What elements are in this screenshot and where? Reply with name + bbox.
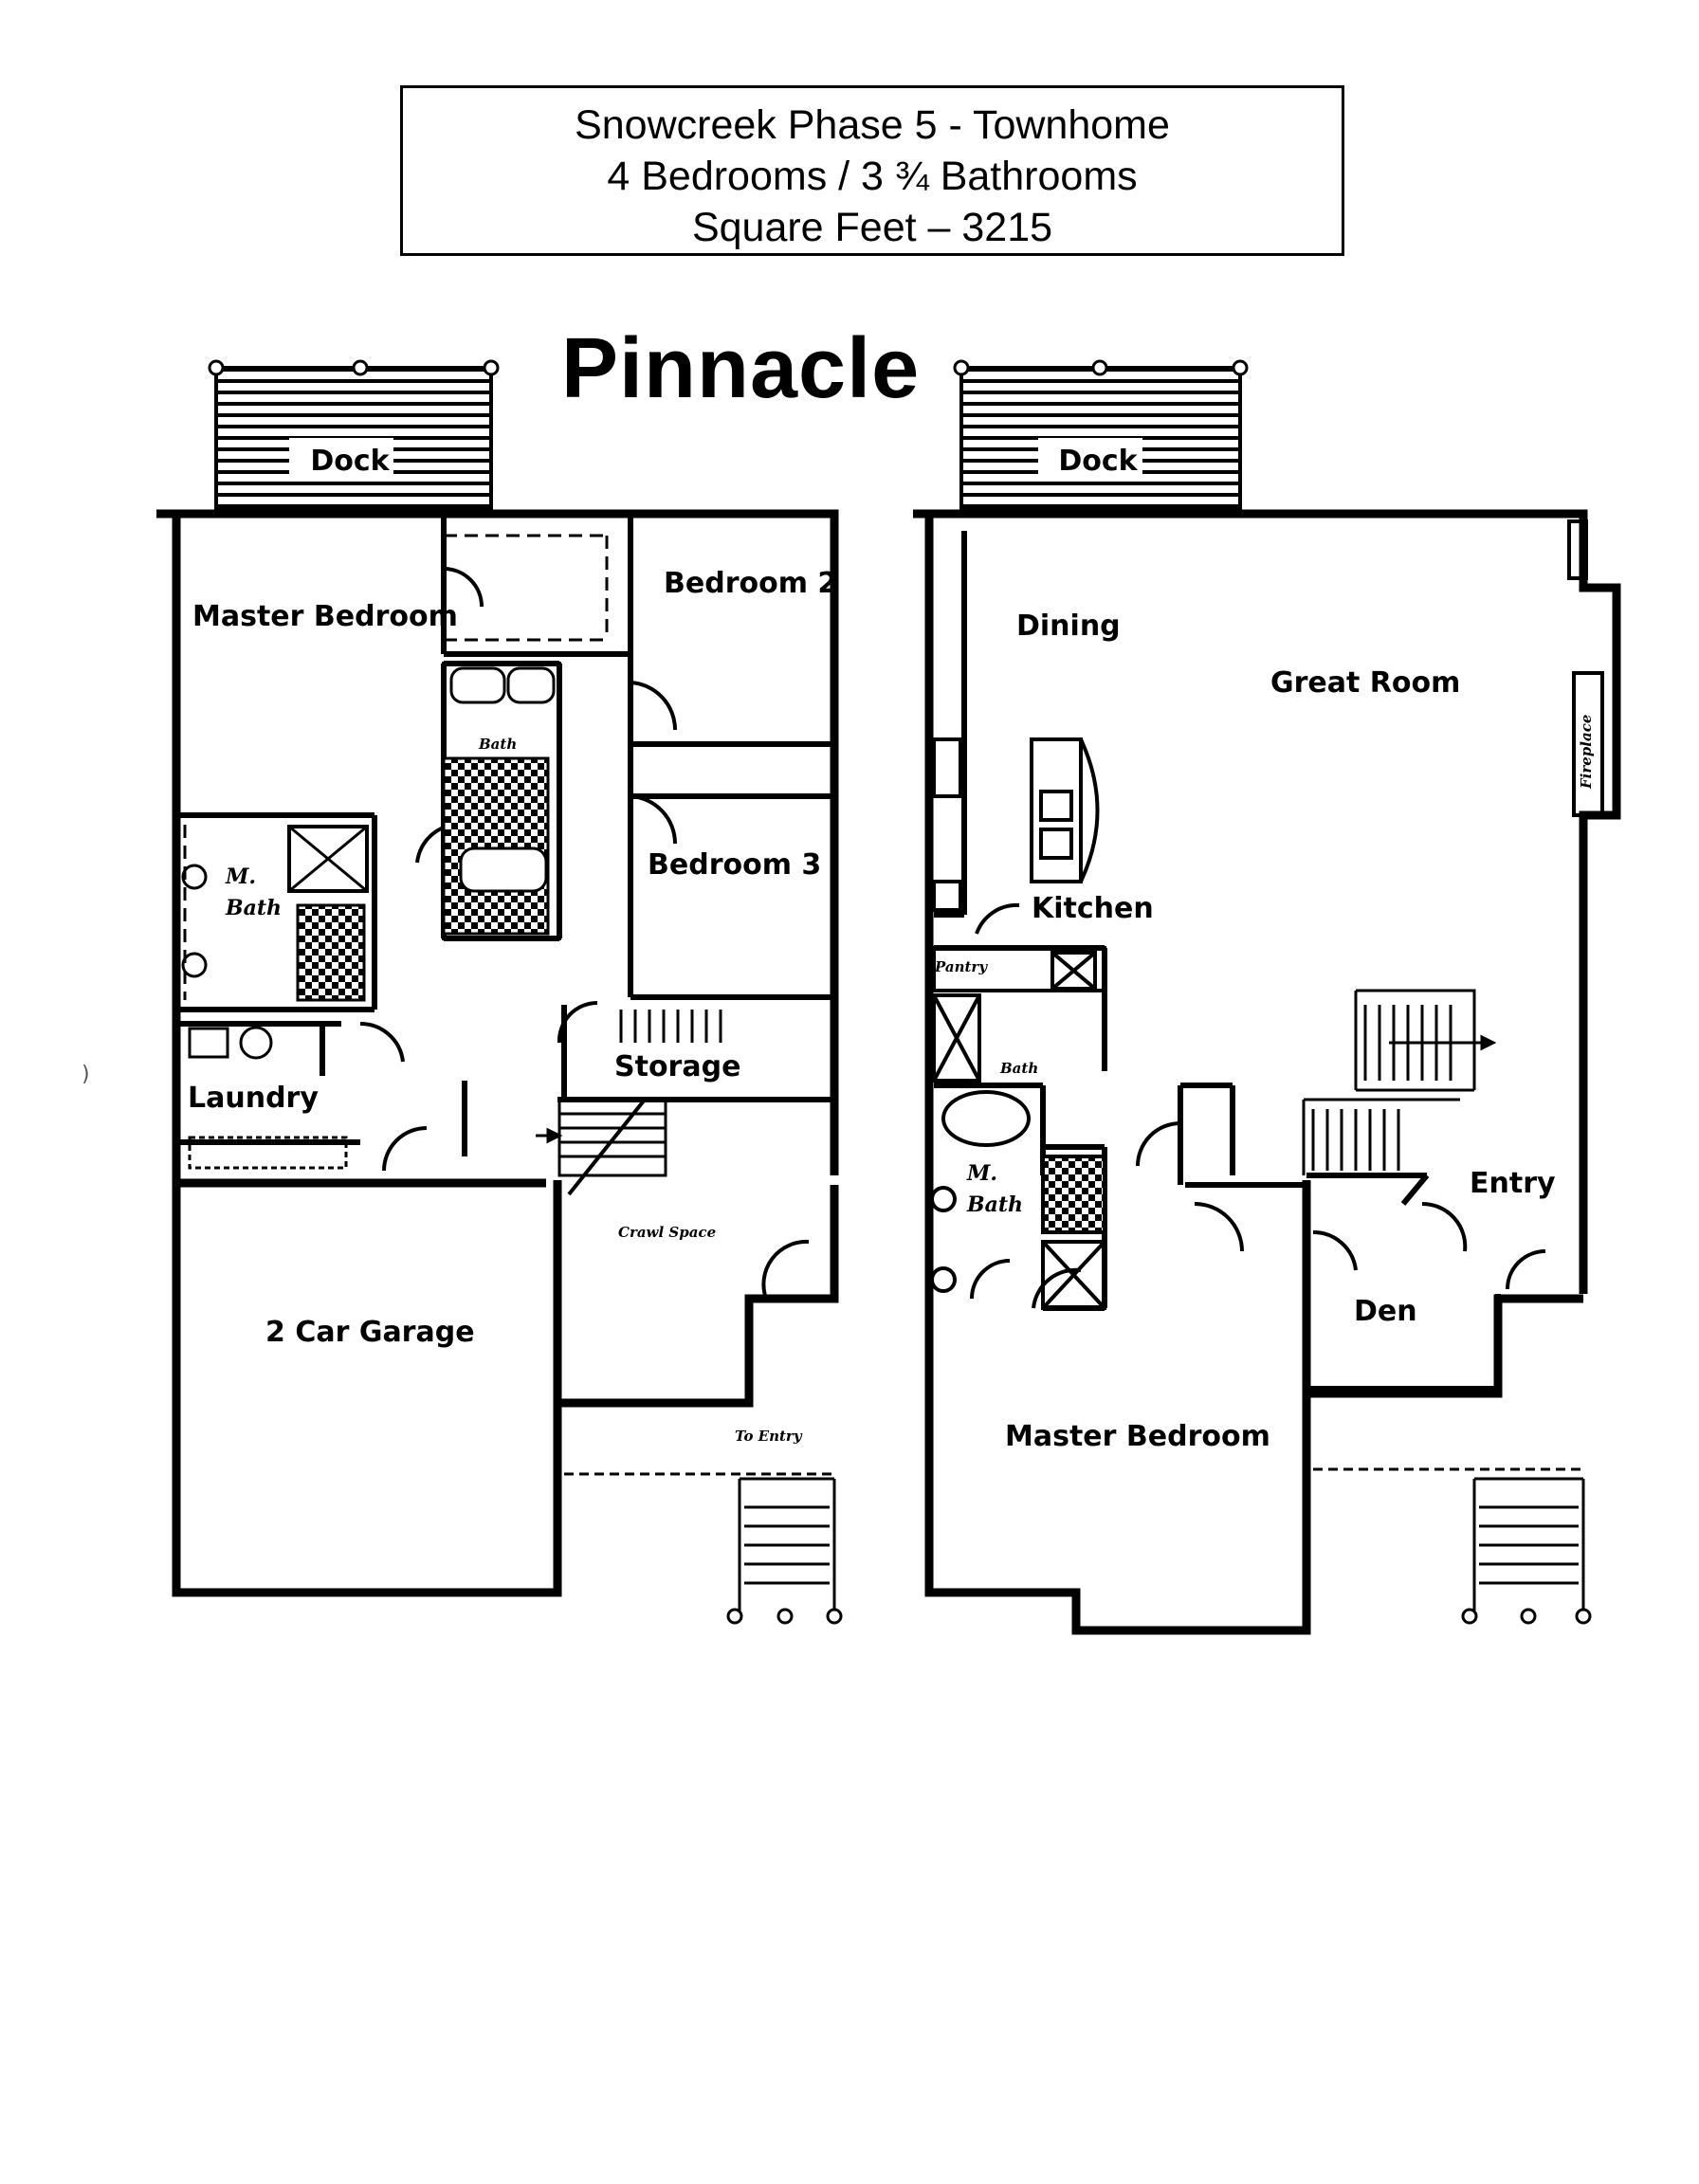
garage-label: 2 Car Garage — [265, 1316, 475, 1349]
dining-label: Dining — [1016, 610, 1121, 643]
main-level-plan: Dock Dining Great Room Kitchen Pantry Ba… — [913, 359, 1621, 1635]
to-entry-label: To Entry — [735, 1428, 803, 1445]
main-master-bath-fixtures — [930, 1090, 1106, 1310]
den-label: Den — [1354, 1295, 1417, 1328]
lower-bath-label: Bath — [478, 736, 517, 753]
main-exterior-stair — [1313, 1467, 1592, 1625]
header-bed-bath: 4 Bedrooms / 3 ¾ Bathrooms — [607, 154, 1138, 199]
lower-exterior-stair — [564, 1472, 843, 1625]
entry-label: Entry — [1470, 1167, 1556, 1200]
lower-storage-stairs — [619, 1010, 722, 1043]
plan-name: Pinnacle — [561, 321, 921, 416]
main-door-swings — [970, 902, 1546, 1309]
header-square-feet: Square Feet – 3215 — [691, 205, 1053, 250]
main-interior-walls — [934, 531, 1501, 1392]
main-m-bath-label-line2: Bath — [966, 1192, 1023, 1217]
main-master-bedroom-label: Master Bedroom — [1005, 1420, 1270, 1453]
main-dock-label: Dock — [1058, 445, 1138, 478]
header-box: Snowcreek Phase 5 - Townhome 4 Bedrooms … — [400, 85, 1344, 256]
lower-laundry-fixtures — [188, 1026, 348, 1170]
lower-door-swings — [359, 567, 810, 1300]
storage-label: Storage — [614, 1050, 740, 1083]
bedroom-2-label: Bedroom 2 — [664, 567, 837, 600]
kitchen-island — [932, 737, 1100, 912]
lower-level-plan: Dock Master Bedroom Bedroom 2 Bedroom 3 … — [156, 359, 843, 1625]
great-room-label: Great Room — [1270, 666, 1460, 700]
main-dock — [953, 359, 1249, 510]
lower-bath-fixtures — [442, 662, 561, 940]
kitchen-counter — [932, 946, 1106, 1083]
crawl-space-label: Crawl Space — [618, 1224, 716, 1241]
main-bath-label: Bath — [999, 1060, 1038, 1077]
kitchen-label: Kitchen — [1032, 892, 1154, 925]
pantry-label: Pantry — [934, 958, 988, 975]
main-interior-stair — [1302, 989, 1497, 1175]
bedroom-3-label: Bedroom 3 — [648, 848, 821, 882]
main-m-bath-label-line1: M. — [966, 1161, 997, 1186]
lower-outer-walls — [156, 509, 839, 1597]
scan-mark: ) — [82, 1063, 90, 1086]
fireplace — [1567, 519, 1604, 817]
header-community-title: Snowcreek Phase 5 - Townhome — [575, 102, 1170, 148]
lower-master-bath-fixtures — [181, 825, 369, 1002]
fireplace-label: Fireplace — [1578, 715, 1595, 790]
lower-m-bath-label-line1: M. — [225, 864, 256, 889]
lower-dock-label: Dock — [310, 445, 390, 478]
lower-dock — [208, 359, 500, 510]
lower-interior-stair — [536, 1098, 667, 1196]
laundry-label: Laundry — [188, 1082, 319, 1115]
lower-master-bedroom-label: Master Bedroom — [192, 600, 458, 633]
lower-m-bath-label-line2: Bath — [225, 896, 282, 920]
